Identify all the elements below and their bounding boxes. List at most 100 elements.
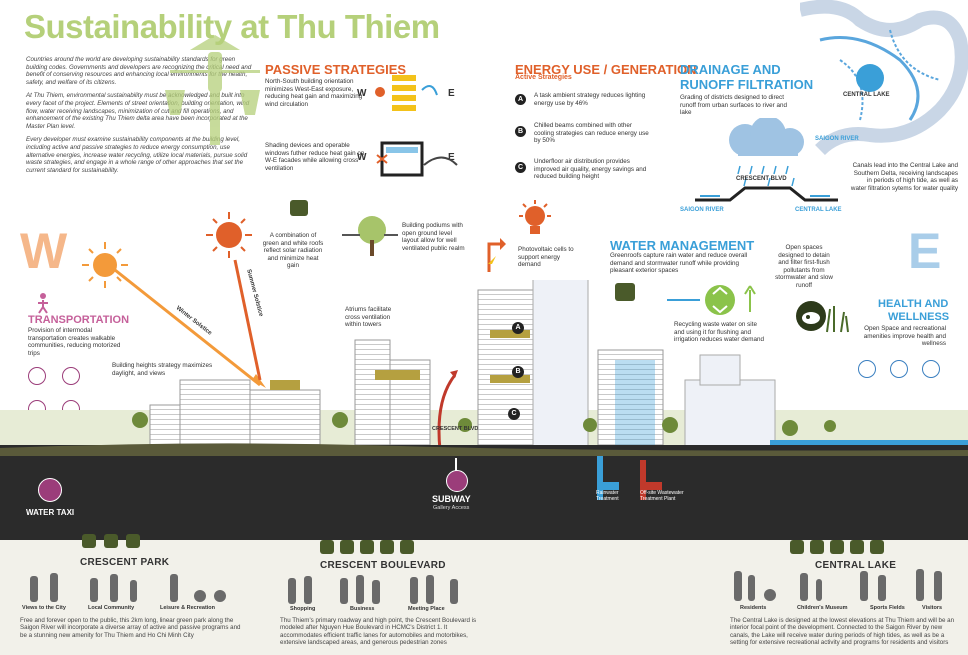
transportation-text: Provision of intermodal transportation c…	[28, 327, 121, 357]
tower-letter-b: B	[515, 368, 521, 375]
central-lake-text: The Central Lake is designed at the lowe…	[730, 617, 955, 647]
energy-letter-c: C	[515, 162, 526, 173]
park-camera-icon	[82, 534, 96, 548]
drainage-saigon-river-label: SAIGON RIVER	[680, 207, 724, 213]
running-icon	[890, 360, 908, 378]
lightbulb-icon	[519, 200, 551, 234]
tree-ventilation-icon	[342, 216, 398, 256]
rain-cloud-icon	[695, 118, 838, 202]
lake-boat-icon	[850, 540, 864, 554]
recycling-icon	[667, 285, 756, 315]
lake-label-museum: Children's Museum	[797, 605, 848, 611]
energy-a-text: A task ambient strategy reduces lighting…	[534, 92, 646, 107]
subway-label: SUBWAY	[432, 494, 471, 504]
underground-illustration	[0, 443, 968, 500]
passive-east-label-2: E	[448, 152, 455, 163]
energy-c-text: Underfloor air distribution provides imp…	[534, 158, 647, 181]
rainwater-treatment-label: Rainwater Treatment	[596, 490, 619, 502]
blvd-shopping-icon	[320, 540, 334, 554]
big-east-letter: E	[908, 223, 942, 279]
health-heading-1: HEALTH AND	[878, 298, 949, 310]
passive-roofs-text: A combination of green and white roofs r…	[262, 232, 324, 270]
tower-letter-a: A	[515, 324, 521, 331]
offsite-wastewater-label: Off-site Wastewater Treatment Plant	[640, 490, 684, 502]
health-heading-2: WELLNESS	[888, 311, 950, 323]
passive-east-label: E	[448, 88, 455, 99]
blvd-label-shopping: Shopping	[290, 606, 316, 612]
energy-letter-b: B	[515, 126, 526, 137]
energy-subheading: Active Strategies	[515, 74, 572, 81]
grass-icon	[826, 306, 849, 333]
vendor-figure-illustration	[165, 35, 260, 145]
lake-camera-icon	[810, 540, 824, 554]
building-heights-text: Building heights strategy maximizes dayl…	[112, 362, 213, 377]
ground-band	[0, 445, 968, 540]
section-crescent-blvd-label: CRESCENT BLVD	[432, 426, 479, 432]
solar-rays-illustration	[114, 259, 266, 388]
intro-paragraph-2: At Thu Thiem, environmental sustainabili…	[26, 92, 250, 130]
blvd-label-business: Business	[350, 606, 375, 612]
lake-label-visitors: Visitors	[922, 605, 943, 611]
blvd-business-icon	[340, 540, 354, 554]
health-text: Open Space and recreational amenities im…	[863, 325, 946, 348]
water-taxi-label: WATER TAXI	[26, 508, 75, 517]
energy-heading: ENERGY USE / GENERATION	[515, 62, 697, 77]
water-taxi-icon	[38, 478, 62, 502]
map-saigon-river-label: SAIGON RIVER	[815, 136, 859, 142]
crescent-park-heading: CRESCENT PARK	[80, 557, 170, 568]
crescent-park-text: Free and forever open to the public, thi…	[20, 617, 241, 639]
big-west-letter: W	[20, 223, 68, 279]
passive-podiums-text: Building podiums with open ground level …	[402, 222, 465, 252]
transportation-heading: TRANSPORTATION	[28, 314, 130, 326]
water-open-spaces-text: Open spaces designed to detain and filte…	[775, 244, 833, 289]
drainage-heading-1: DRAINAGE AND	[680, 62, 781, 77]
energy-arrow-icon	[487, 238, 506, 272]
map-canals-text: Canals lead into the Central Lake and So…	[850, 162, 958, 192]
passive-shading-text: Shading devices and operable windows fut…	[265, 142, 365, 172]
energy-pv-text: Photovoltaic cells to support energy dem…	[518, 246, 574, 269]
intro-paragraph-1: Countries around the world are developin…	[26, 56, 252, 86]
lake-tree-icon	[870, 540, 884, 554]
orientation-diagram-icon	[375, 75, 438, 111]
passive-strategies-heading: PASSIVE STRATEGIES	[265, 62, 407, 77]
water-recycling-text: Recycling waste water on site and using …	[674, 321, 764, 344]
bus-icon	[28, 367, 46, 385]
water-management-heading: WATER MANAGEMENT	[610, 238, 755, 253]
cycling-icon	[858, 360, 876, 378]
winter-sun-icon	[82, 242, 128, 288]
water-greenroofs-text: Greenroofs capture rain water and reduce…	[610, 252, 748, 275]
lake-label-sports: Sports Fields	[870, 605, 905, 611]
central-lake-heading: CENTRAL LAKE	[815, 560, 897, 571]
cow-icon	[796, 301, 826, 331]
passive-atriums-text: Atriums facilitate cross ventilation wit…	[345, 306, 392, 329]
building-section-illustration	[0, 280, 968, 451]
page-title: Sustainability at Thu Thiem	[24, 8, 440, 45]
drainage-central-lake-label: CENTRAL LAKE	[795, 207, 842, 213]
lake-bicycle-icon	[830, 540, 844, 554]
park-label-leisure: Leisure & Recreation	[160, 605, 216, 611]
crescent-boulevard-heading: CRESCENT BOULEVARD	[320, 560, 446, 571]
intro-text: Countries around the world are developin…	[26, 56, 258, 180]
drainage-text: Grading of districts designed to direct …	[680, 94, 787, 117]
gallery-access-label: Gallery Access	[433, 505, 470, 511]
park-people-illustration	[30, 573, 226, 602]
walking-icon	[922, 360, 940, 378]
park-bicycle-icon	[104, 534, 118, 548]
pedestrian-icon	[38, 293, 48, 314]
blvd-cafe-icon	[360, 540, 374, 554]
greenroof-icon	[615, 283, 635, 301]
boulevard-people-illustration	[288, 575, 458, 604]
tower-letter-c: C	[511, 410, 517, 417]
summer-sun-icon	[206, 212, 252, 258]
bicycle-icon	[62, 367, 80, 385]
park-label-views: Views to the City	[22, 605, 66, 611]
energy-b-text: Chilled beams combined with other coolin…	[534, 122, 649, 145]
drainage-heading-2: RUNOFF FILTRATION	[680, 77, 814, 92]
lake-label-residents: Residents	[740, 605, 767, 611]
park-tree-icon	[126, 534, 140, 548]
shading-diagram-icon	[376, 141, 458, 177]
blvd-transit-icon	[400, 540, 414, 554]
park-label-community: Local Community	[88, 605, 135, 611]
crescent-boulevard-text: Thu Thiem's primary roadway and high poi…	[280, 617, 477, 647]
lake-jet-icon	[790, 540, 804, 554]
